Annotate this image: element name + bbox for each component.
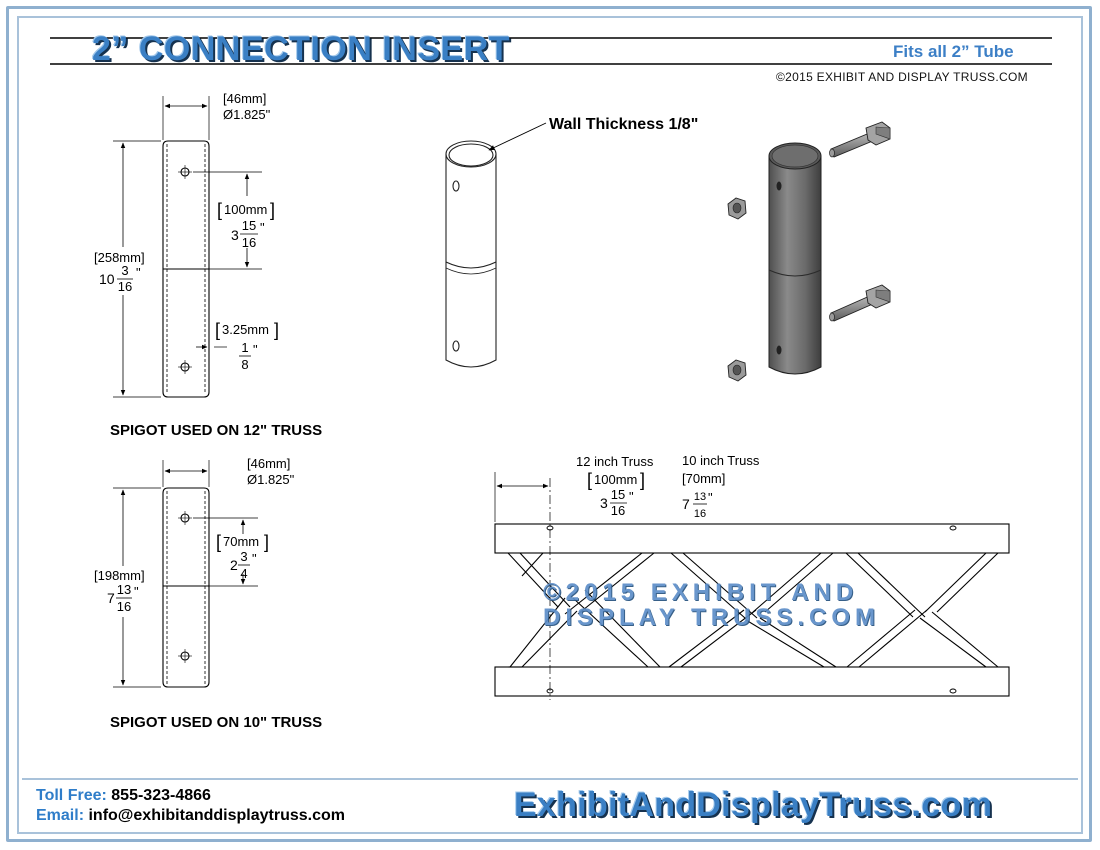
spigot12-hole-inch: " [260, 220, 265, 235]
spigot12-hole-mm: 100mm [224, 202, 267, 217]
spigot12-length-mm: [258mm] [94, 250, 145, 265]
spigot12-diameter-in: Ø1.825" [223, 107, 271, 122]
watermark: ©2015 EXHIBIT AND DISPLAY TRUSS.COM [543, 579, 881, 631]
header-rules [50, 37, 1052, 65]
spigot10-hole-den: 4 [240, 566, 247, 581]
svg-text:[: [ [217, 200, 222, 220]
spigot12-diameter-mm: [46mm] [223, 91, 266, 106]
copyright-notice: ©2015 EXHIBIT AND DISPLAY TRUSS.COM [776, 70, 1028, 84]
wall-thickness-label: Wall Thickness 1/8" [549, 116, 699, 133]
truss10-label: 10 inch Truss [682, 453, 760, 468]
spigot10-diameter-mm: [46mm] [247, 456, 290, 471]
toll-free-label: Toll Free: [36, 787, 107, 804]
spigot-10-drawing [113, 460, 258, 688]
truss12-whole: 3 [600, 495, 608, 511]
spigot12-length-num: 3 [121, 263, 128, 278]
spigot12-wall-num: 1 [241, 340, 248, 355]
spigot10-hole-num: 3 [240, 549, 247, 564]
truss10-den: 16 [694, 508, 706, 520]
svg-text:]: ] [264, 532, 269, 552]
spigot10-length-num: 13 [117, 582, 131, 597]
spigot-10-dimensions: [46mm] Ø1.825" [198mm] 7 13 16 " [ 70mm … [94, 456, 295, 614]
truss12-inch: " [629, 489, 634, 504]
footer-bar [22, 778, 1078, 836]
email-line: Email: info@exhibitanddisplaytruss.com [36, 807, 345, 825]
truss10-num: 13 [694, 491, 706, 503]
page-title: 2” CONNECTION INSERT [92, 30, 511, 68]
spigot10-length-inch: " [134, 584, 139, 599]
truss-detail-drawing [494, 472, 1010, 700]
truss10-mm: [70mm] [682, 471, 725, 486]
truss12-label: 12 inch Truss [576, 454, 654, 469]
spigot10-hole-mm: 70mm [223, 534, 259, 549]
spigot12-length-whole: 10 [99, 271, 115, 287]
page-subtitle: Fits all 2” Tube [893, 42, 1014, 61]
spigot10-length-den: 16 [117, 599, 131, 614]
outer-frame [6, 6, 1092, 842]
lower-nut [727, 359, 747, 382]
toll-free-number[interactable]: 855-323-4866 [111, 787, 211, 804]
inner-frame [17, 16, 1083, 834]
svg-text:[: [ [587, 470, 592, 490]
svg-text:]: ] [640, 470, 645, 490]
truss-detail-dimensions: 12 inch Truss [ 100mm ] 3 15 16 " 10 inc… [576, 453, 760, 520]
spigot12-caption: SPIGOT USED ON 12" TRUSS [110, 422, 323, 439]
spigot12-wall-mm: 3.25mm [222, 322, 269, 337]
spigot12-wall-inch: " [253, 342, 258, 357]
tube-with-bolts-illustration [727, 121, 891, 382]
spigot12-hole-whole: 3 [231, 227, 239, 243]
upper-bolt [829, 121, 891, 158]
email-label: Email: [36, 807, 85, 824]
spigot10-hole-inch: " [252, 551, 257, 566]
spigot12-hole-num: 15 [242, 218, 256, 233]
spigot10-hole-whole: 2 [230, 557, 238, 573]
lower-bolt [829, 284, 891, 322]
spigot-12-drawing [113, 96, 262, 398]
spigot12-length-den: 16 [118, 279, 132, 294]
truss10-whole: 7 [682, 496, 690, 512]
toll-free-line: Toll Free: 855-323-4866 [36, 787, 211, 805]
spigot12-length-inch: " [136, 265, 141, 280]
svg-text:]: ] [274, 320, 279, 340]
tube-outline-illustration [445, 122, 547, 368]
truss10-inch: " [708, 490, 713, 505]
spigot12-wall-den: 8 [241, 357, 248, 372]
truss12-den: 16 [611, 503, 625, 518]
truss12-num: 15 [611, 487, 625, 502]
svg-text:]: ] [270, 200, 275, 220]
svg-text:[: [ [216, 532, 221, 552]
email-address[interactable]: info@exhibitanddisplaytruss.com [88, 807, 345, 824]
spigot10-length-whole: 7 [107, 590, 115, 606]
website-link[interactable]: ExhibitAndDisplayTruss.com [514, 786, 993, 824]
truss12-mm: 100mm [594, 472, 637, 487]
spigot-12-dimensions: [46mm] Ø1.825" [258mm] 10 3 16 " [ 100mm… [94, 91, 279, 372]
spigot10-length-mm: [198mm] [94, 568, 145, 583]
spigot10-caption: SPIGOT USED ON 10" TRUSS [110, 714, 323, 731]
spigot10-diameter-in: Ø1.825" [247, 472, 295, 487]
svg-text:[: [ [215, 320, 220, 340]
spigot12-hole-den: 16 [242, 235, 256, 250]
upper-nut [727, 197, 747, 220]
